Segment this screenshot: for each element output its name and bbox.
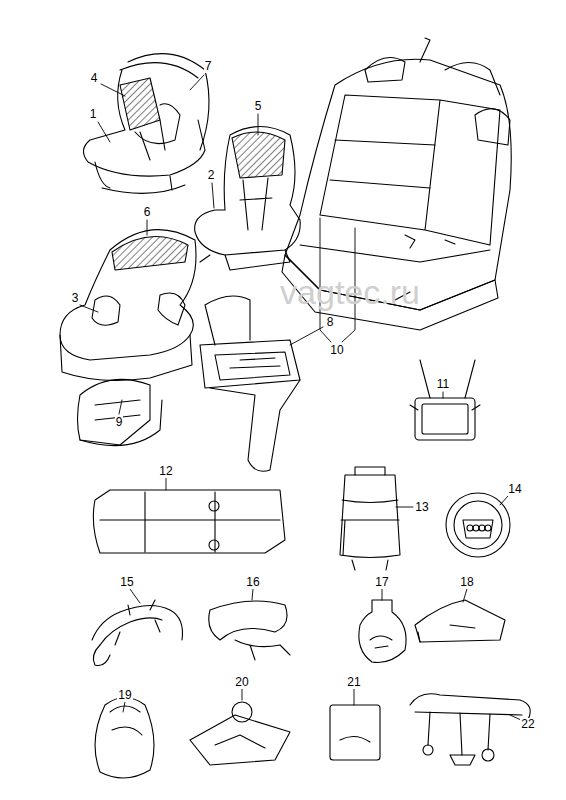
infant-carrier (83, 54, 209, 194)
callout-number: 11 (436, 378, 450, 391)
callout-number: 6 (143, 206, 152, 219)
booster-seat (60, 230, 196, 381)
callout-number: 3 (71, 292, 80, 305)
callout-number: 1 (89, 108, 98, 121)
comforter-cloth (190, 702, 290, 765)
callout-number: 20 (234, 676, 249, 689)
neck-pillow (209, 601, 290, 660)
folded-blanket (415, 600, 505, 642)
footrest (78, 379, 163, 445)
cuddly-bag (95, 698, 154, 779)
callout-number: 19 (117, 689, 132, 702)
toy-steering-wheel (446, 493, 510, 557)
leader-lines (80, 75, 521, 720)
isofix-base (200, 296, 300, 471)
callout-number: 7 (204, 60, 213, 73)
callout-number: 9 (115, 416, 124, 429)
seat-back-organizer (340, 467, 400, 570)
callout-number: 22 (520, 718, 535, 731)
callout-number: 14 (507, 483, 522, 496)
lizard-plush-toy (92, 600, 183, 666)
watermark: vagtec.ru (280, 273, 420, 311)
callout-number: 16 (245, 576, 260, 589)
callout-number: 15 (119, 576, 134, 589)
rear-view-baby-mirror (410, 360, 480, 440)
callout-number: 12 (158, 465, 173, 478)
callout-number: 4 (90, 72, 99, 85)
callout-number: 10 (329, 344, 344, 357)
callout-number: 13 (414, 501, 429, 514)
callout-number: 18 (459, 576, 474, 589)
cushion (330, 705, 380, 760)
callout-number: 5 (254, 100, 263, 113)
carrier-toy-bar (410, 694, 530, 765)
seat-protector-mat (93, 490, 285, 553)
bottle-cover (359, 600, 406, 663)
callout-number: 17 (374, 576, 389, 589)
callout-number: 8 (326, 316, 335, 329)
child-seat (195, 127, 301, 271)
callout-number: 21 (346, 676, 361, 689)
callout-number: 2 (207, 169, 216, 182)
